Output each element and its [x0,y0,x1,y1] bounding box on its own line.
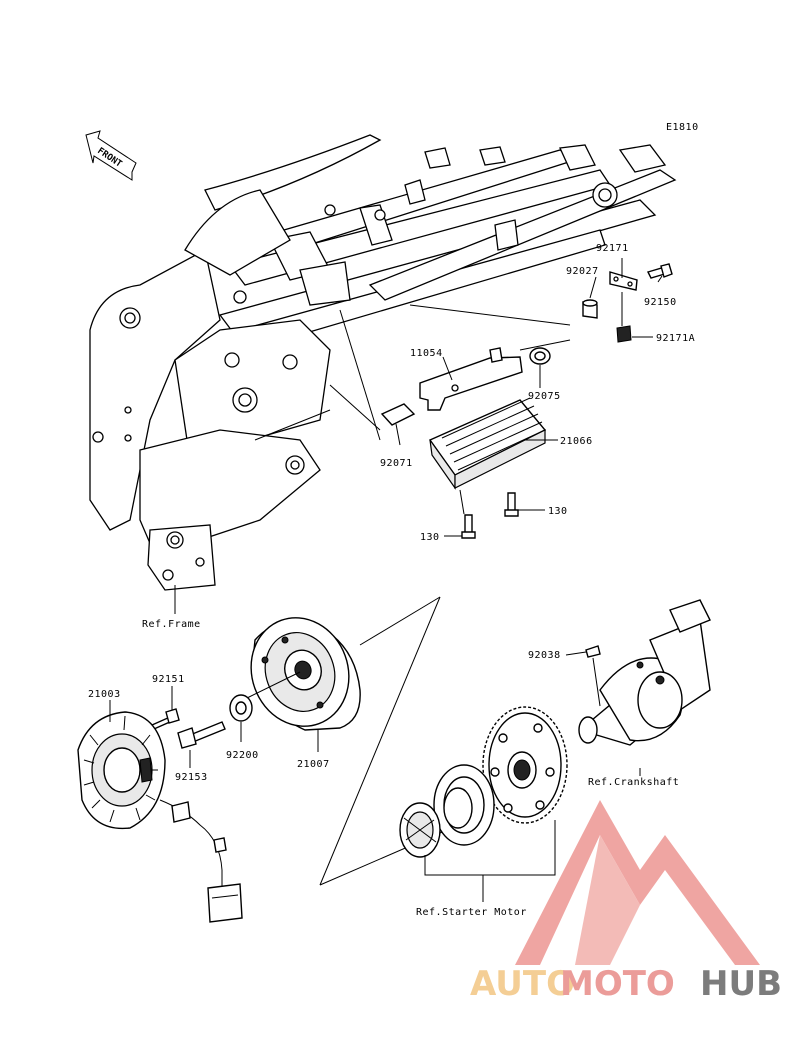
label-92171A: 92171A [656,333,695,344]
front-arrow-icon: FRONT [85,130,137,181]
label-130-right: 130 [548,506,568,517]
label-ref-crankshaft: Ref.Crankshaft [588,777,679,788]
washer-92200 [229,694,253,722]
clip-92171A [616,325,632,343]
plate-92171 [609,271,638,291]
watermark-logo: AUTO MOTO HUB [470,800,782,1004]
label-21066: 21066 [560,436,593,447]
regulator-group [329,258,673,539]
bracket-11054 [419,356,523,411]
label-ref-frame: Ref.Frame [142,619,201,630]
frame-drawing [89,134,677,591]
label-ref-starter-motor: Ref.Starter Motor [416,907,527,918]
watermark-moto: MOTO [560,964,675,1004]
diagram-code: E1810 [666,122,699,133]
label-92150: 92150 [644,297,677,308]
starter-gear [482,706,568,824]
label-130-left: 130 [420,532,440,543]
label-92075: 92075 [528,391,561,402]
watermark-auto: AUTO [470,964,575,1004]
crankshaft [578,599,711,746]
label-11054: 11054 [410,348,443,359]
label-21007: 21007 [297,759,330,770]
starter-clutch-ring [433,764,495,846]
label-92071: 92071 [380,458,413,469]
regulator-21066 [428,397,547,490]
label-92038: 92038 [528,650,561,661]
label-92027: 92027 [566,266,599,277]
stator-21003 [77,711,243,923]
label-92151: 92151 [152,674,185,685]
watermark-hub: HUB [700,964,782,1004]
pad-92071 [380,403,416,426]
bolt-92151 [151,708,180,730]
label-21003: 21003 [88,689,121,700]
bolt-92153 [177,721,226,749]
label-92153: 92153 [175,772,208,783]
key-92038 [585,645,601,658]
label-92171: 92171 [596,243,629,254]
label-92200: 92200 [226,750,259,761]
one-way-clutch [399,802,441,858]
